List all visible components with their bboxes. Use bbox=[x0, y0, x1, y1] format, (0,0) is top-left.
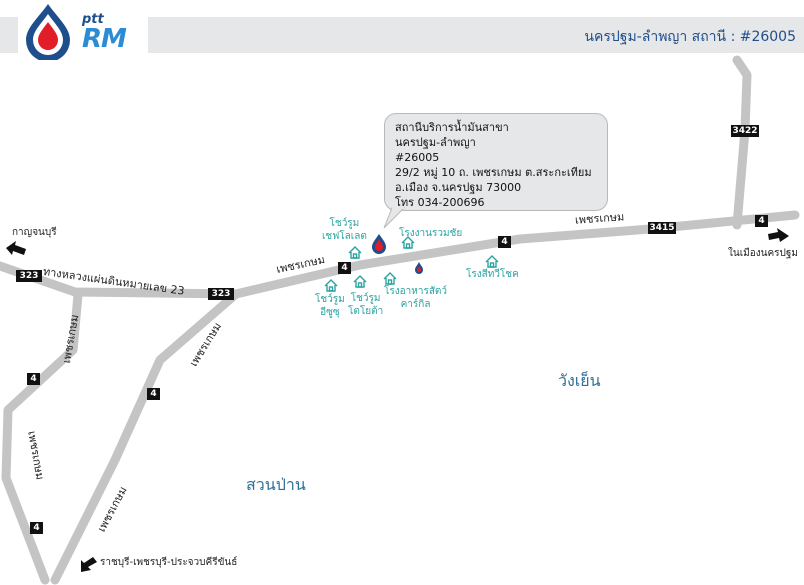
route-shield-4-main1: 4 bbox=[338, 262, 351, 274]
station-info-callout: สถานีบริการน้ำมันสาขา นครปฐม-ลำพญา #2600… bbox=[384, 113, 608, 211]
ptt-rm-logo: ptt RM bbox=[20, 0, 146, 62]
poi-showroom-isuzu: โชว์รูม อีซูซุ bbox=[315, 294, 345, 318]
logo-ptt-text: ptt bbox=[82, 12, 104, 27]
station-title: นครปฐม-ลำพญา สถานี : #26005 bbox=[584, 29, 796, 45]
poi-ricemill: โรงสีทวีโชค bbox=[466, 269, 519, 280]
logo-rm-text: RM bbox=[82, 24, 127, 54]
poi-showroom-toyota: โชว์รูม โตโยต้า bbox=[348, 293, 384, 317]
arrow-south-icon bbox=[81, 557, 97, 572]
station-pin-small-icon bbox=[415, 262, 423, 274]
poi-showroom-chevrolet: โชว์รูม เชฟโลเลต bbox=[322, 218, 367, 242]
header-bar-left bbox=[0, 17, 18, 53]
building-warehouse-icon bbox=[401, 236, 415, 249]
building-isuzu-icon bbox=[324, 279, 338, 292]
destination-kanchanaburi: กาญจนบุรี bbox=[12, 227, 57, 238]
area-wang-yen: วังเย็น bbox=[558, 371, 601, 390]
route-shield-4-right: 4 bbox=[755, 215, 768, 227]
arrow-nakhon-pathom-icon bbox=[768, 228, 789, 242]
header-bar: นครปฐม-ลำพญา สถานี : #26005 bbox=[148, 17, 804, 53]
route-shield-4-left1: 4 bbox=[27, 373, 40, 385]
building-ricemill-icon bbox=[485, 255, 499, 268]
arrow-kanchanaburi-icon bbox=[6, 241, 26, 255]
destination-nakhon-pathom: ในเมืองนครปฐม bbox=[728, 248, 798, 259]
ptt-drop-logo-icon bbox=[26, 4, 70, 62]
area-suan-pan: สวนป่าน bbox=[246, 475, 306, 494]
poi-warehouse: โรงงานรวมชัย bbox=[399, 228, 463, 239]
road-phetkasem-left bbox=[1, 290, 83, 585]
building-toyota-icon bbox=[353, 275, 367, 288]
route-shield-323-left: 323 bbox=[16, 270, 42, 282]
station-pin-icon bbox=[372, 234, 386, 254]
building-chevrolet-icon bbox=[348, 246, 362, 259]
route-shield-4-left3: 4 bbox=[30, 522, 43, 534]
destination-south: ราชบุรี-เพชรบุรี-ประจวบคีรีขันธ์ bbox=[100, 557, 238, 568]
road-phetkasem-lower bbox=[50, 289, 241, 585]
building-feedmill-icon bbox=[383, 272, 397, 285]
route-shield-4-main2: 4 bbox=[498, 236, 511, 248]
station-info-text: สถานีบริการน้ำมันสาขา นครปฐม-ลำพญา #2600… bbox=[395, 121, 592, 209]
poi-feedmill: โรงอาหารสัตว์ คาร์กิล bbox=[384, 286, 448, 310]
route-shield-323-mid: 323 bbox=[208, 288, 234, 300]
route-shield-3422: 3422 bbox=[731, 125, 759, 137]
road-3422 bbox=[732, 55, 752, 230]
route-shield-4-left2: 4 bbox=[147, 388, 160, 400]
route-shield-3415: 3415 bbox=[648, 222, 676, 234]
